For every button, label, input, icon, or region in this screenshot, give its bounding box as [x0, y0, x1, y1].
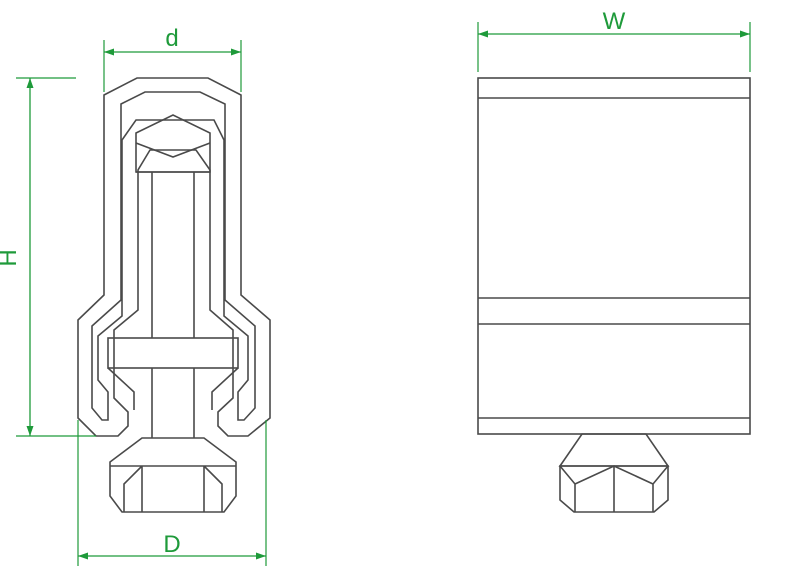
bolt-lower-shank	[151, 368, 195, 438]
side-view	[477, 77, 751, 513]
side-body	[477, 77, 751, 435]
clamp-body-outline	[77, 77, 271, 437]
bolt-tip-facet	[135, 142, 211, 158]
dimension-D-label: D	[163, 531, 180, 558]
front-view	[77, 77, 271, 513]
dimension-W: W	[477, 8, 751, 72]
dimension-W-label: W	[603, 8, 626, 35]
bolt-tip	[135, 114, 211, 173]
side-nut-taper	[558, 433, 670, 467]
bolt-shank	[151, 172, 195, 338]
dimension-H: H	[0, 77, 96, 437]
dimension-d: d	[103, 25, 242, 92]
clamp-inner-wall	[91, 91, 256, 421]
dimension-H-label: H	[0, 249, 22, 266]
hex-nut-facets	[110, 465, 236, 512]
dimension-D: D	[77, 420, 267, 566]
dimension-d-label: d	[165, 25, 178, 52]
side-nut-facets	[559, 465, 669, 512]
clamp-plate	[107, 337, 239, 369]
hex-nut	[109, 437, 237, 513]
clamp-plate-tabs	[107, 367, 239, 410]
